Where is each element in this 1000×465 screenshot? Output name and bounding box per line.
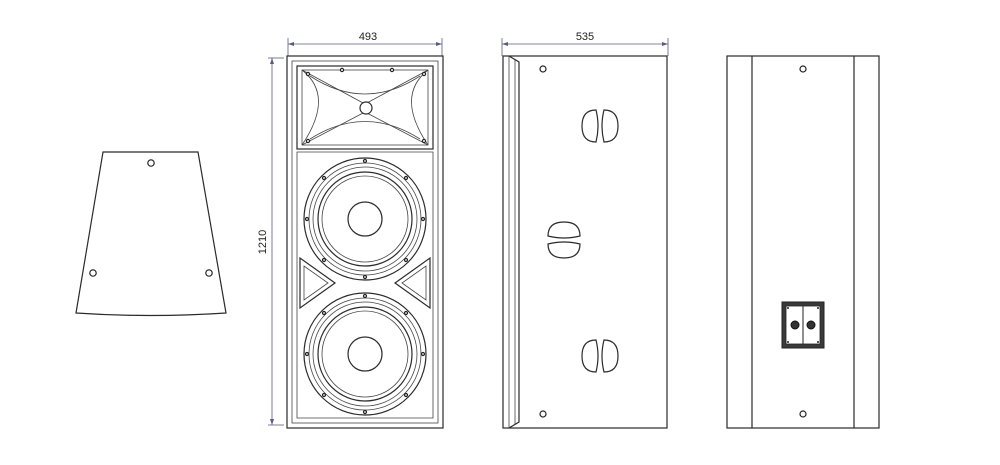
- top-view-screw-3: [205, 269, 213, 277]
- side-screw-bottom: [539, 410, 547, 418]
- upper-woofer: [303, 157, 427, 281]
- top-view-screw-2: [89, 269, 97, 277]
- upper-woofer-screws: [304, 158, 426, 280]
- rear-screw-top: [799, 65, 807, 73]
- rear-terminal-plate: [781, 301, 825, 349]
- side-cabinet: [502, 55, 668, 429]
- side-screw-top: [539, 65, 547, 73]
- upper-woofer-dustcap: [347, 201, 383, 237]
- rear-screw-bottom: [799, 410, 807, 418]
- side-handle-middle: [547, 221, 581, 259]
- lower-woofer-screws: [304, 293, 426, 415]
- front-cabinet-outer: [286, 55, 444, 429]
- width-dimension: 493: [287, 31, 443, 56]
- front-cabinet-inner: [291, 60, 439, 424]
- height-dimension: 1210: [257, 57, 284, 426]
- horn: [296, 65, 434, 150]
- side-view: 535: [501, 31, 669, 429]
- rear-view: [726, 55, 880, 429]
- top-view-screw-1: [147, 159, 155, 167]
- horn-driver-throat: [359, 101, 373, 115]
- speakon-connector-2: [806, 320, 816, 330]
- lower-woofer: [303, 292, 427, 416]
- baffle-outline: [296, 151, 434, 419]
- top-view: [75, 151, 227, 317]
- side-handle-top: [581, 109, 619, 143]
- lower-woofer-dustcap: [347, 336, 383, 372]
- height-label: 1210: [257, 230, 269, 254]
- rear-cabinet: [726, 55, 880, 429]
- front-view: 493 1210: [257, 31, 444, 429]
- speakon-connector-1: [790, 320, 800, 330]
- top-view-outline: [75, 151, 227, 317]
- side-handle-bottom: [581, 339, 619, 373]
- side-depth-label: 535: [576, 31, 594, 43]
- front-width-label: 493: [359, 31, 377, 43]
- front-ports: [299, 256, 431, 310]
- depth-dimension: 535: [501, 31, 669, 56]
